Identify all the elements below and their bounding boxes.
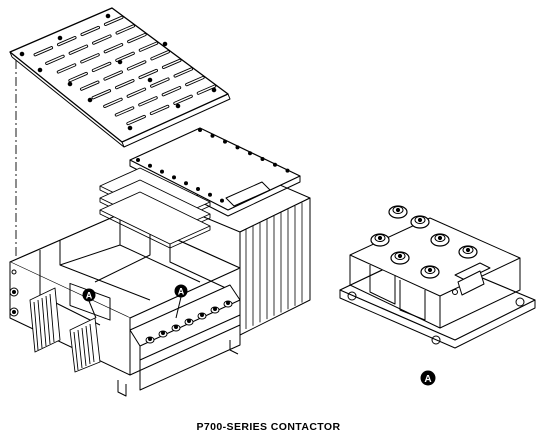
chassis-feet [117, 340, 239, 397]
cover-screws [19, 13, 217, 131]
callout-marker-1: A [82, 288, 97, 319]
lid-screws [136, 128, 290, 203]
contactor-terminals [370, 205, 478, 279]
contactor-detail [339, 205, 536, 349]
stacked-boards [99, 167, 211, 249]
callout-label-detail: A [424, 374, 431, 385]
box-cooling-fins [245, 202, 303, 329]
callout-marker-2: A [174, 284, 188, 319]
terminal-studs [145, 300, 233, 344]
heatsink-fins [29, 287, 101, 373]
cover-slots [33, 15, 217, 126]
figure-caption: P700-SERIES CONTACTOR [196, 421, 341, 433]
callout-label-1: A [86, 291, 93, 301]
callout-marker-detail: A [420, 370, 436, 386]
callout-label-2: A [178, 287, 185, 297]
main-chassis [9, 127, 311, 397]
perforated-cover-plate [9, 7, 231, 148]
